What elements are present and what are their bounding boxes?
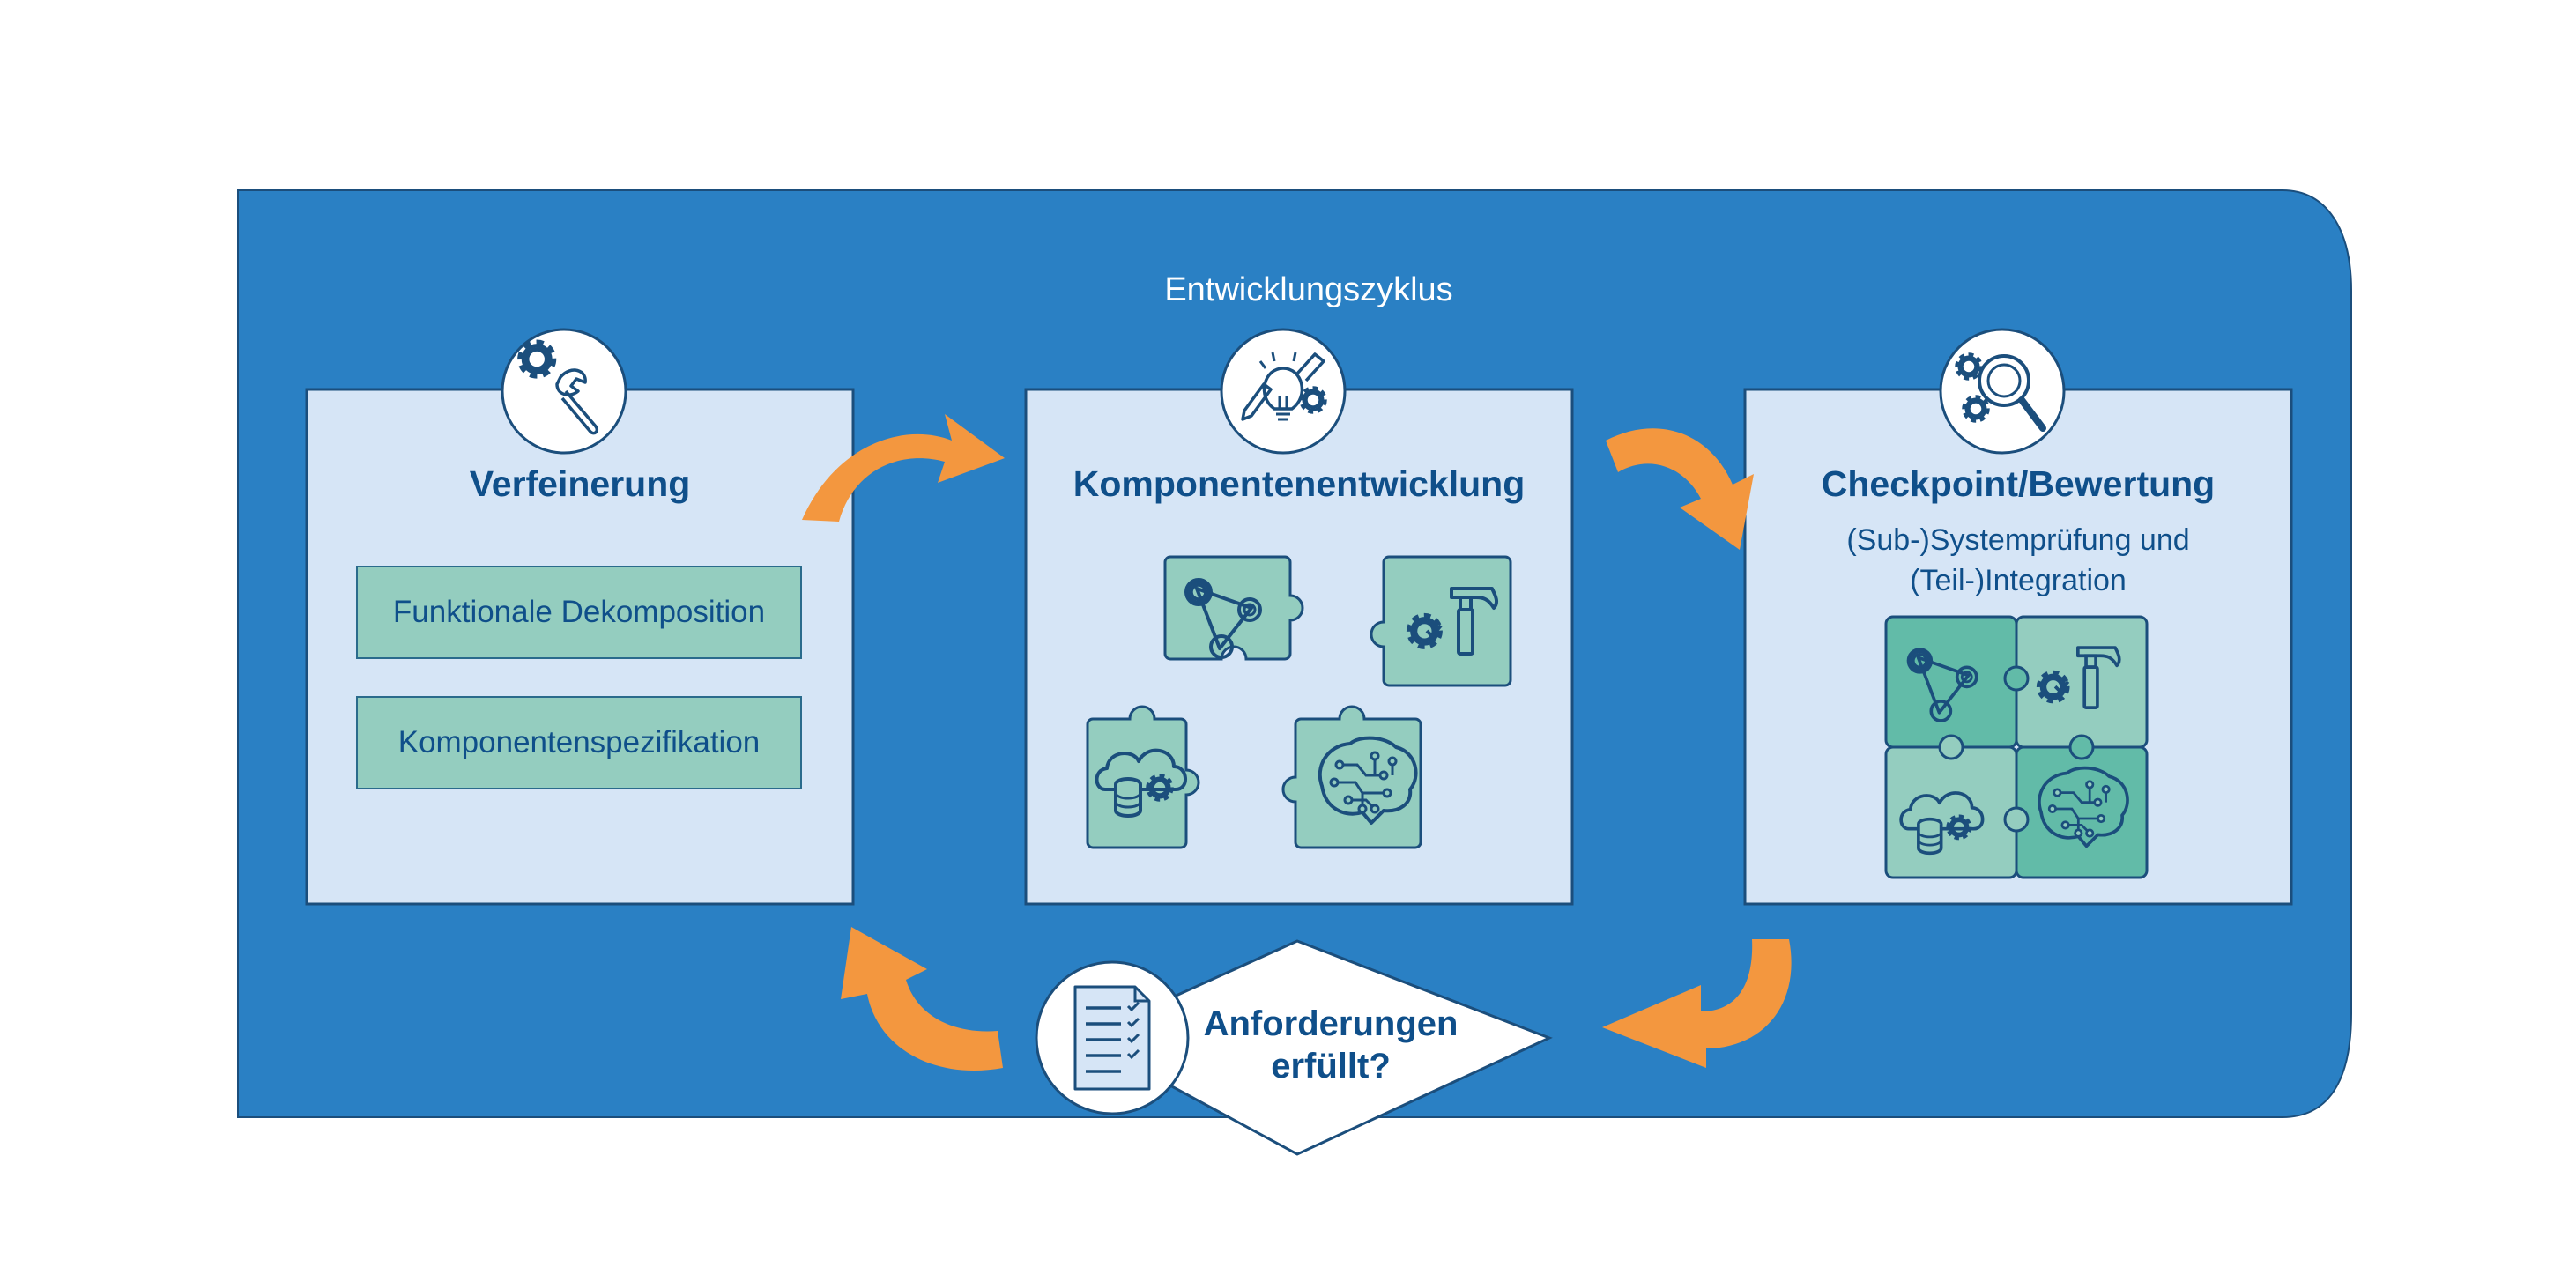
checkpoint-subtitle-line-2: (Teil-)Integration	[1910, 564, 2127, 597]
checklist-document-icon	[1035, 960, 1190, 1115]
puzzle-piece-gear-belt	[1163, 555, 1304, 661]
item-funktionale-dekomposition: Funktionale Dekomposition	[356, 566, 802, 659]
decision-text-line-2: erfüllt?	[1271, 1047, 1391, 1085]
puzzle-piece-circuit-brain	[1281, 705, 1422, 849]
gear-wrench-icon	[501, 328, 627, 455]
checkpoint-subtitle-line-1: (Sub-)Systemprüfung und	[1846, 523, 2190, 557]
stage-title-verfeinerung: Verfeinerung	[469, 463, 691, 504]
arrow-decision-to-verfeinerung	[841, 927, 1003, 1071]
stage-title-checkpoint: Checkpoint/Bewertung	[1821, 463, 2216, 504]
arrow-checkpoint-to-decision	[1602, 939, 1792, 1068]
arrow-verfeinerung-to-komponenten	[802, 414, 1005, 522]
cycle-title: Entwicklungszyklus	[1164, 271, 1453, 308]
item-komponentenspezifikation: Komponentenspezifikation	[356, 696, 802, 789]
assembled-puzzle	[1884, 615, 2149, 879]
stage-title-komponentenentwicklung: Komponentenentwicklung	[1073, 463, 1526, 504]
puzzle-piece-gear-hammer	[1370, 555, 1512, 687]
decision-text-line-1: Anforderungen	[1203, 1004, 1459, 1043]
arrow-komponenten-to-checkpoint	[1606, 428, 1754, 550]
puzzle-piece-cloud-database	[1086, 705, 1200, 849]
magnifier-gear-icon	[1939, 328, 2066, 455]
lightbulb-pencil-gear-icon	[1220, 328, 1347, 455]
